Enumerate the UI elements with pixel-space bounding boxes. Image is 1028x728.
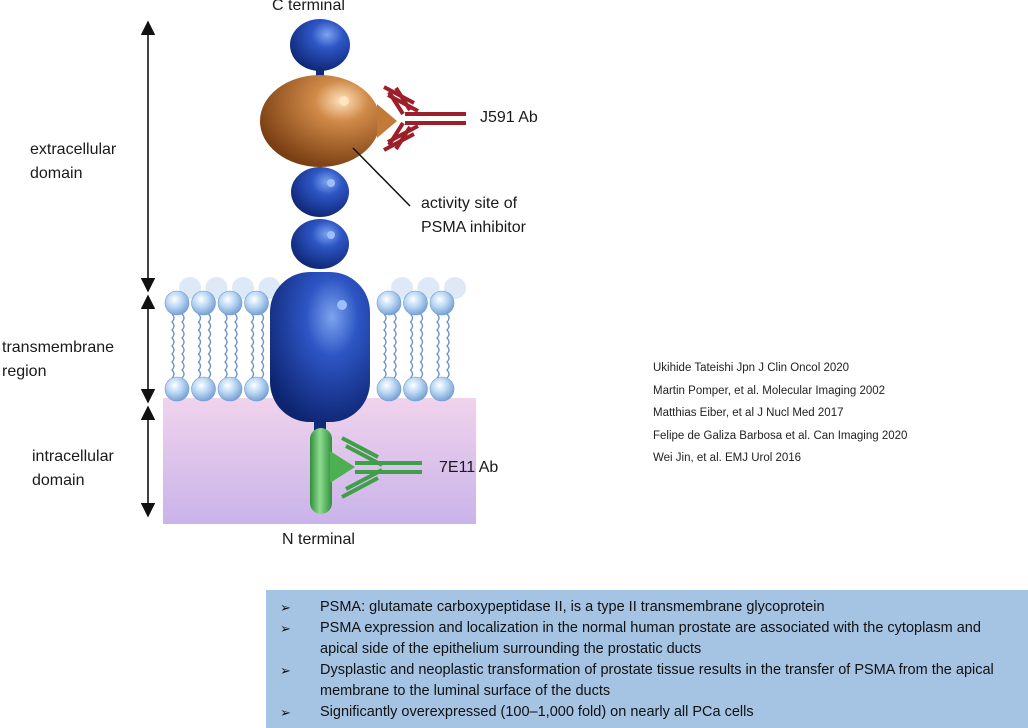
lipid-tail xyxy=(260,313,265,379)
arrow-bullet-icon: ➢ xyxy=(280,663,291,678)
reference-item: Wei Jin, et al. EMJ Urol 2016 xyxy=(653,452,802,465)
psma-protein xyxy=(260,19,397,514)
summary-item-text: Dysplastic and neoplastic transformation… xyxy=(320,662,994,699)
lipid-tail xyxy=(383,313,387,379)
summary-item: ➢ PSMA: glutamate carboxypeptidase II, is… xyxy=(280,597,1010,618)
lipid-tail xyxy=(181,313,185,379)
lipid-tail xyxy=(436,313,440,379)
summary-item: ➢ PSMA expression and localization in the… xyxy=(280,618,1010,660)
lipid-tail xyxy=(409,313,414,379)
lipid-tail xyxy=(446,313,450,379)
activity-site-pointer xyxy=(352,147,411,207)
7e11-antibody-icon xyxy=(330,436,422,499)
7e11-ab-label: 7E11 Ab xyxy=(439,459,499,476)
lipid-head-top xyxy=(164,290,190,316)
catalytic-domain xyxy=(260,75,380,167)
lipid-tail xyxy=(171,313,175,379)
intracellular-tail xyxy=(310,428,332,514)
lipid-tail xyxy=(234,313,238,379)
lipid-tail xyxy=(197,313,202,379)
lipid-head-bottom xyxy=(191,376,216,402)
lipid-tail xyxy=(393,313,397,379)
summary-item-text: Significantly overexpressed (100–1,000 f… xyxy=(320,704,754,720)
apical-domain-1 xyxy=(291,167,349,217)
summary-item-text: PSMA: glutamate carboxypeptidase II, is … xyxy=(320,599,825,615)
lipid-head-top xyxy=(244,290,269,316)
transmembrane-helix xyxy=(270,272,370,422)
j591-antibody-icon xyxy=(383,85,466,152)
lipid-head-top xyxy=(376,290,402,316)
lipid-bilayer xyxy=(164,277,466,402)
lipid-head-top xyxy=(403,290,428,316)
activity-site-notch xyxy=(377,104,397,138)
lipid-tail xyxy=(419,313,424,379)
lipid-head-bottom xyxy=(217,376,243,402)
reference-item: Ukihide Tateishi Jpn J Clin Oncol 2020 xyxy=(653,362,850,374)
c-terminal-domain xyxy=(290,19,350,71)
reference-item: Matthias Eiber, et al J Nucl Med 2017 xyxy=(653,407,844,420)
intracellular-domain-label: intracellular domain xyxy=(32,448,114,489)
lipid-head-top xyxy=(429,290,455,316)
summary-list: ➢ PSMA: glutamate carboxypeptidase II, is… xyxy=(280,597,1010,723)
reference-item: Martin Pomper, et al. Molecular Imaging … xyxy=(653,384,886,397)
psma-structure-diagram xyxy=(140,19,476,524)
j591-ab-label: J591 Ab xyxy=(480,109,538,126)
activity-site-label: activity site of PSMA inhibitor xyxy=(421,195,526,236)
lipid-head-top xyxy=(217,290,243,316)
lipid-head-bottom xyxy=(403,376,428,402)
summary-item-text: PSMA expression and localization in the … xyxy=(320,620,981,657)
apical-domain-2 xyxy=(291,219,349,269)
lipid-head-bottom xyxy=(376,376,402,402)
lipid-head-bottom xyxy=(244,376,269,402)
arrow-bullet-icon: ➢ xyxy=(280,621,291,636)
summary-item: ➢ Significantly overexpressed (100–1,000 … xyxy=(280,702,1010,723)
summary-box: ➢ PSMA: glutamate carboxypeptidase II, is… xyxy=(266,590,1028,728)
extracellular-domain-label: extracellular domain xyxy=(30,141,117,182)
lipid-head-bottom xyxy=(429,376,455,402)
arrow-bullet-icon: ➢ xyxy=(280,600,291,615)
lipid-tail xyxy=(250,313,255,379)
summary-item: ➢ Dysplastic and neoplastic transformatio… xyxy=(280,660,1010,702)
lipid-head-top xyxy=(191,290,216,316)
lipid-head-bottom xyxy=(164,376,190,402)
n-terminal-label: N terminal xyxy=(282,531,355,548)
transmembrane-region-label: transmembrane region xyxy=(2,339,115,380)
c-terminal-label: C terminal xyxy=(272,0,345,14)
lipid-tail xyxy=(207,313,212,379)
reference-item: Felipe de Galiza Barbosa et al. Can Imag… xyxy=(653,429,908,442)
arrow-bullet-icon: ➢ xyxy=(280,705,291,720)
lipid-tail xyxy=(224,313,228,379)
